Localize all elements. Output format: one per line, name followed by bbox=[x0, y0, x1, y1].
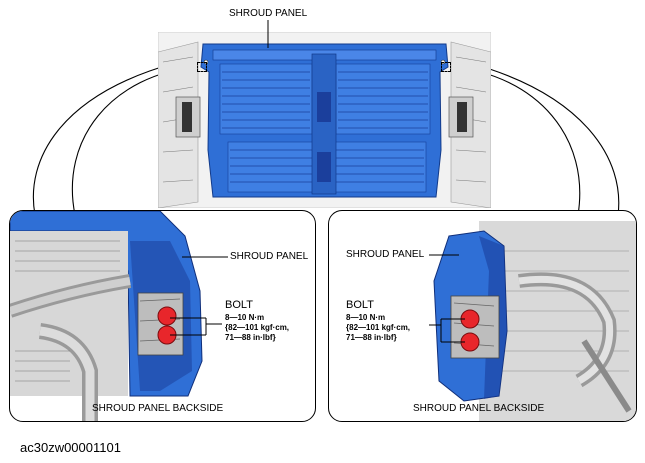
left-shroud-panel-label: SHROUD PANEL bbox=[230, 251, 309, 262]
right-bolt-label: BOLT bbox=[346, 299, 374, 311]
left-detail-marker bbox=[197, 62, 207, 72]
left-torque-line-1: 8—10 N·m bbox=[225, 313, 265, 322]
right-torque-line-1: 8—10 N·m bbox=[346, 313, 386, 322]
right-torque-spec: 8—10 N·m {82—101 kgf·cm, 71—88 in·lbf} bbox=[346, 313, 410, 343]
left-torque-spec: 8—10 N·m {82—101 kgf·cm, 71—88 in·lbf} bbox=[225, 313, 289, 343]
right-backside-caption: SHROUD PANEL BACKSIDE bbox=[413, 403, 545, 414]
shroud-panel-overview bbox=[157, 31, 492, 209]
right-detail-marker bbox=[441, 62, 451, 72]
right-detail-inset: SHROUD PANEL BOLT 8—10 N·m {82—101 kgf·c… bbox=[328, 210, 637, 422]
left-torque-line-3: 71—88 in·lbf} bbox=[225, 333, 276, 342]
left-torque-line-2: {82—101 kgf·cm, bbox=[225, 323, 290, 332]
left-detail-inset: SHROUD PANEL BOLT 8—10 N·m {82—101 kgf·c… bbox=[9, 210, 316, 422]
right-torque-line-2: {82—101 kgf·cm, bbox=[346, 323, 411, 332]
left-backside-caption: SHROUD PANEL BACKSIDE bbox=[92, 403, 224, 414]
figure-code: ac30zw00001101 bbox=[20, 440, 121, 455]
left-bolt-label: BOLT bbox=[225, 299, 253, 311]
main-shroud-panel-label: SHROUD PANEL bbox=[229, 8, 308, 19]
right-torque-line-3: 71—88 in·lbf} bbox=[346, 333, 397, 342]
right-shroud-panel-label: SHROUD PANEL bbox=[346, 249, 425, 260]
